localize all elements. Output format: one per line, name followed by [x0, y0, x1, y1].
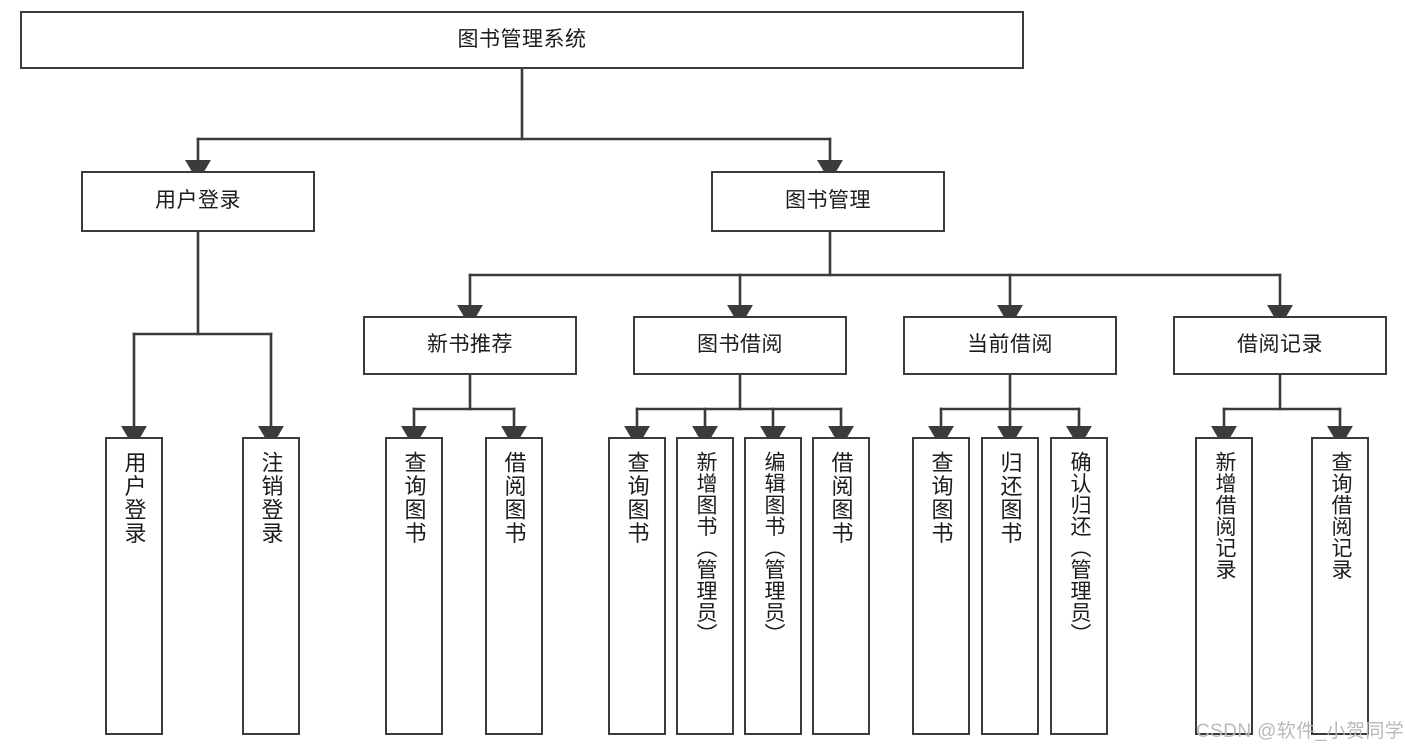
- node-new-book-recommend-label: 新书推荐: [427, 333, 513, 357]
- node-book-manage[interactable]: 图书管理: [711, 171, 945, 232]
- node-leaf-borrow-book-2[interactable]: 借阅图书: [812, 437, 870, 735]
- node-borrow-record-label: 借阅记录: [1237, 333, 1323, 357]
- node-leaf-edit-book[interactable]: 编辑图书（管理员）: [744, 437, 802, 735]
- node-leaf-query-book-1-label: 查询图书: [401, 451, 427, 545]
- node-root-label: 图书管理系统: [457, 27, 587, 51]
- node-leaf-query-record-label: 查询借阅记录: [1329, 451, 1353, 580]
- node-leaf-logout-label: 注销登录: [258, 451, 284, 545]
- node-leaf-borrow-book-1[interactable]: 借阅图书: [485, 437, 543, 735]
- node-leaf-add-record-label: 新增借阅记录: [1213, 451, 1237, 580]
- node-new-book-recommend[interactable]: 新书推荐: [363, 316, 577, 375]
- node-leaf-add-book-label: 新增图书（管理员）: [694, 451, 718, 645]
- node-leaf-edit-book-label: 编辑图书（管理员）: [762, 451, 786, 645]
- node-root[interactable]: 图书管理系统: [20, 11, 1024, 69]
- node-leaf-logout[interactable]: 注销登录: [242, 437, 300, 735]
- node-leaf-query-book-1[interactable]: 查询图书: [385, 437, 443, 735]
- node-leaf-user-login-label: 用户登录: [121, 451, 147, 545]
- node-user-login-label: 用户登录: [155, 189, 241, 213]
- node-leaf-return-book[interactable]: 归还图书: [981, 437, 1039, 735]
- node-leaf-confirm-return-label: 确认归还（管理员）: [1068, 451, 1092, 645]
- node-leaf-borrow-book-1-label: 借阅图书: [501, 451, 527, 545]
- node-leaf-borrow-book-2-label: 借阅图书: [828, 451, 854, 545]
- node-borrow-record[interactable]: 借阅记录: [1173, 316, 1387, 375]
- node-leaf-query-book-3[interactable]: 查询图书: [912, 437, 970, 735]
- node-book-borrow[interactable]: 图书借阅: [633, 316, 847, 375]
- node-book-borrow-label: 图书借阅: [697, 333, 783, 357]
- node-leaf-query-book-2[interactable]: 查询图书: [608, 437, 666, 735]
- node-leaf-user-login[interactable]: 用户登录: [105, 437, 163, 735]
- node-leaf-return-book-label: 归还图书: [997, 451, 1023, 545]
- node-current-borrow-label: 当前借阅: [967, 333, 1053, 357]
- node-leaf-query-book-2-label: 查询图书: [624, 451, 650, 545]
- node-leaf-add-record[interactable]: 新增借阅记录: [1195, 437, 1253, 735]
- node-leaf-confirm-return[interactable]: 确认归还（管理员）: [1050, 437, 1108, 735]
- node-book-manage-label: 图书管理: [785, 189, 871, 213]
- node-leaf-add-book[interactable]: 新增图书（管理员）: [676, 437, 734, 735]
- watermark-text: CSDN @软件_小贺同学: [1196, 721, 1405, 742]
- node-leaf-query-record[interactable]: 查询借阅记录: [1311, 437, 1369, 735]
- node-leaf-query-book-3-label: 查询图书: [928, 451, 954, 545]
- node-current-borrow[interactable]: 当前借阅: [903, 316, 1117, 375]
- node-user-login[interactable]: 用户登录: [81, 171, 315, 232]
